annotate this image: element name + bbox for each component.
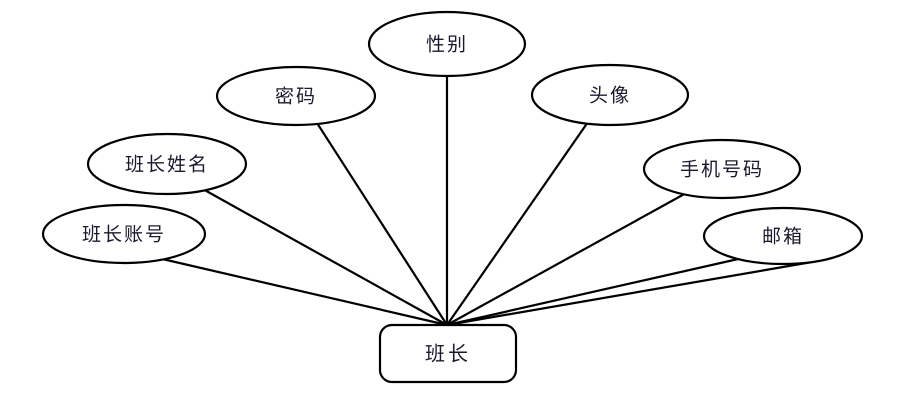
edge-entity-to-youxiang-lower [446,260,813,327]
edge-entity-to-banzhangxingming [200,187,448,326]
edge-entity-to-youxiang [446,255,748,327]
attribute-label-touxiang: 头像 [589,85,631,107]
attribute-node-youxiang[interactable]: 邮箱 [702,206,864,266]
edge-entity-to-shoujihaoma [446,191,689,326]
attribute-ellipse-shape [86,132,248,196]
entity-rect-shape [378,323,518,384]
attribute-ellipse-shape [215,65,377,127]
entity-label-banzhang: 班长 [425,342,471,366]
attribute-ellipse-shape [367,10,527,78]
attribute-node-mima[interactable]: 密码 [215,65,377,127]
attribute-label-youxiang: 邮箱 [762,226,804,248]
attribute-label-shoujihaoma: 手机号码 [680,159,764,181]
attribute-label-banzhangxingming: 班长姓名 [125,154,209,176]
attribute-label-banzhangzhanghao: 班长账号 [82,224,166,246]
attribute-label-xingbie: 性别 [426,34,468,56]
attribute-node-banzhangxingming[interactable]: 班长姓名 [86,132,248,196]
attribute-node-xingbie[interactable]: 性别 [367,10,527,78]
attribute-node-shoujihaoma[interactable]: 手机号码 [642,138,802,200]
edge-entity-to-touxiang [446,121,589,326]
attribute-ellipse-shape [41,203,207,265]
entity-node-banzhang[interactable]: 班长 [378,323,518,384]
attribute-node-touxiang[interactable]: 头像 [530,63,690,127]
attribute-label-mima: 密码 [275,86,317,108]
attribute-node-banzhangzhanghao[interactable]: 班长账号 [41,203,207,265]
edge-entity-to-banzhangzhanghao [157,256,448,327]
attribute-ellipse-shape [642,138,802,200]
attribute-ellipse-shape [530,63,690,127]
edge-entity-to-mima [316,122,448,326]
attribute-ellipse-shape [702,206,864,266]
edge-group [157,76,813,327]
